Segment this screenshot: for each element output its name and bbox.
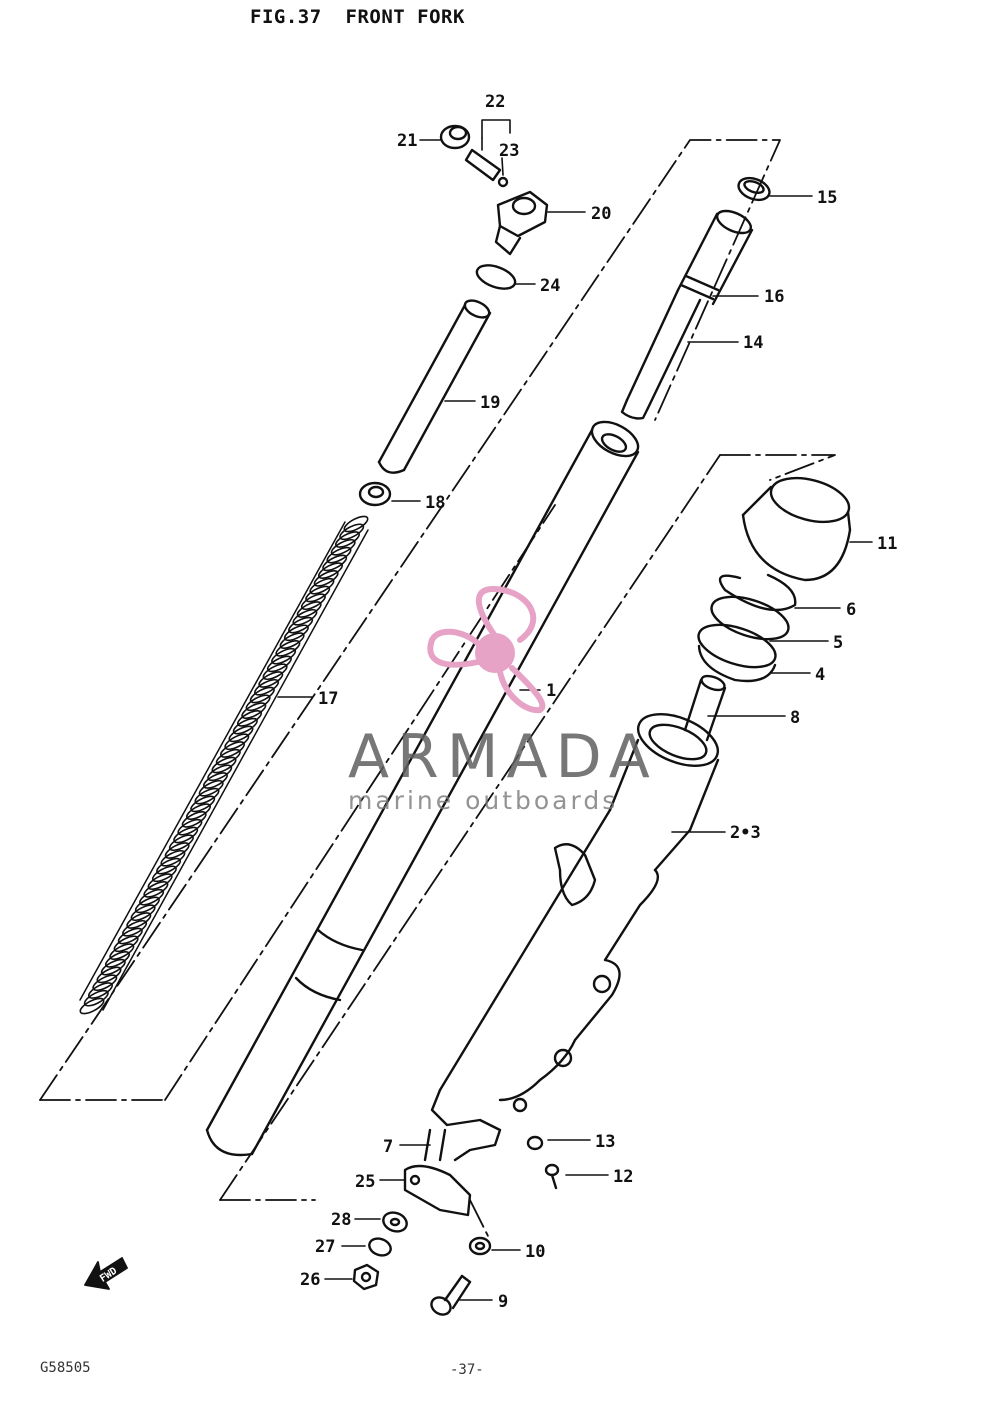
part-1-inner-tube (205, 420, 640, 1157)
part-25-clamp (403, 1164, 472, 1217)
figure-title: FIG.37 FRONT FORK (250, 6, 465, 28)
callout-19: 19 (480, 393, 500, 413)
part-18-washer (358, 481, 392, 507)
armada-logo-icon (427, 586, 546, 714)
callout-2-3: 2•3 (730, 823, 761, 843)
part-28-washer (382, 1211, 408, 1233)
watermark-tagline: marine outboards (348, 786, 619, 815)
part-24-o-ring (475, 264, 517, 290)
fwd-arrow (84, 1257, 128, 1290)
callout-24: 24 (540, 276, 560, 296)
callout-28: 28 (331, 1210, 351, 1230)
part-11-dust-seal (741, 476, 852, 582)
part-8-piece (683, 674, 727, 742)
part-17-spring (79, 521, 369, 1011)
boundary-lines (39, 139, 836, 1241)
part-14-damper-rod (620, 209, 754, 420)
callout-1: 1 (546, 681, 556, 701)
part-5-washer (710, 595, 790, 641)
callout-12: 12 (613, 1167, 633, 1187)
callout-15: 15 (817, 188, 837, 208)
callout-25: 25 (355, 1172, 375, 1192)
part-15-ring (737, 176, 771, 202)
callout-20: 20 (591, 204, 611, 224)
callout-23: 23 (499, 141, 519, 161)
callout-5: 5 (833, 633, 843, 653)
part-13-washer (526, 1135, 544, 1151)
part-20-cap-bolt (494, 190, 549, 256)
part-6-clip (718, 573, 797, 612)
part-12-bolt (544, 1163, 560, 1190)
part-2-outer-tube (438, 713, 720, 1102)
callout-26: 26 (300, 1270, 320, 1290)
callout-27: 27 (315, 1237, 335, 1257)
callout-22: 22 (485, 92, 505, 112)
part-9-bolt (430, 1274, 472, 1316)
callout-4: 4 (815, 665, 825, 685)
callout-17: 17 (318, 689, 338, 709)
part-22-valve (464, 148, 509, 188)
part-7-axle-holder (423, 1088, 528, 1162)
drawing-code: G58505 (40, 1360, 91, 1376)
part-19-spacer (377, 299, 492, 474)
callout-10: 10 (525, 1242, 545, 1262)
part-10-nut (468, 1236, 492, 1256)
page-number: -37- (450, 1362, 484, 1378)
callout-21: 21 (397, 131, 417, 151)
spring-coil (79, 997, 105, 1015)
watermark-brand: ARMADA (348, 722, 658, 792)
callout-6: 6 (846, 600, 856, 620)
part-21-cap (439, 124, 471, 150)
callout-11: 11 (877, 534, 897, 554)
part-4-oil-seal (697, 623, 777, 683)
callout-7: 7 (383, 1137, 393, 1157)
callout-16: 16 (764, 287, 784, 307)
part-26-nut (352, 1263, 380, 1291)
spring-coils (79, 515, 369, 1015)
callout-9: 9 (498, 1292, 508, 1312)
callout-14: 14 (743, 333, 763, 353)
callout-13: 13 (595, 1132, 615, 1152)
callout-8: 8 (790, 708, 800, 728)
part-27-spring-washer (368, 1237, 392, 1257)
callout-18: 18 (425, 493, 445, 513)
